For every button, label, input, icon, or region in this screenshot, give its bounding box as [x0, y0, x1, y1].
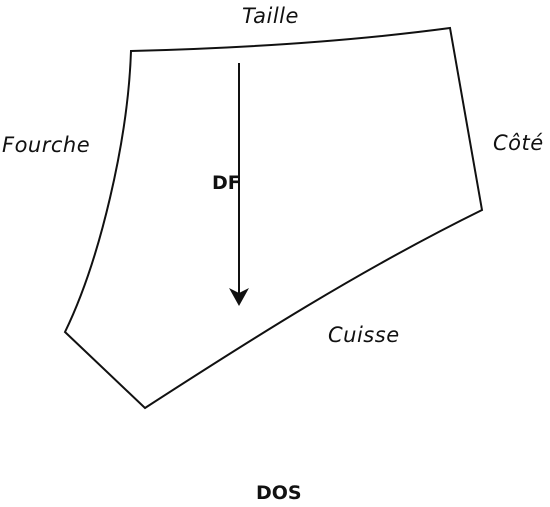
waist-label: Taille [242, 4, 299, 28]
piece-name-label: DOS [256, 482, 302, 504]
grainline-arrowhead [229, 288, 249, 306]
thigh-label: Cuisse [328, 323, 400, 347]
crotch-label: Fourche [2, 133, 90, 157]
pattern-piece-outline [63, 26, 484, 410]
grainline-arrow [229, 63, 249, 306]
side-label: Côté [493, 131, 544, 155]
grainline-label: DF [212, 172, 241, 194]
